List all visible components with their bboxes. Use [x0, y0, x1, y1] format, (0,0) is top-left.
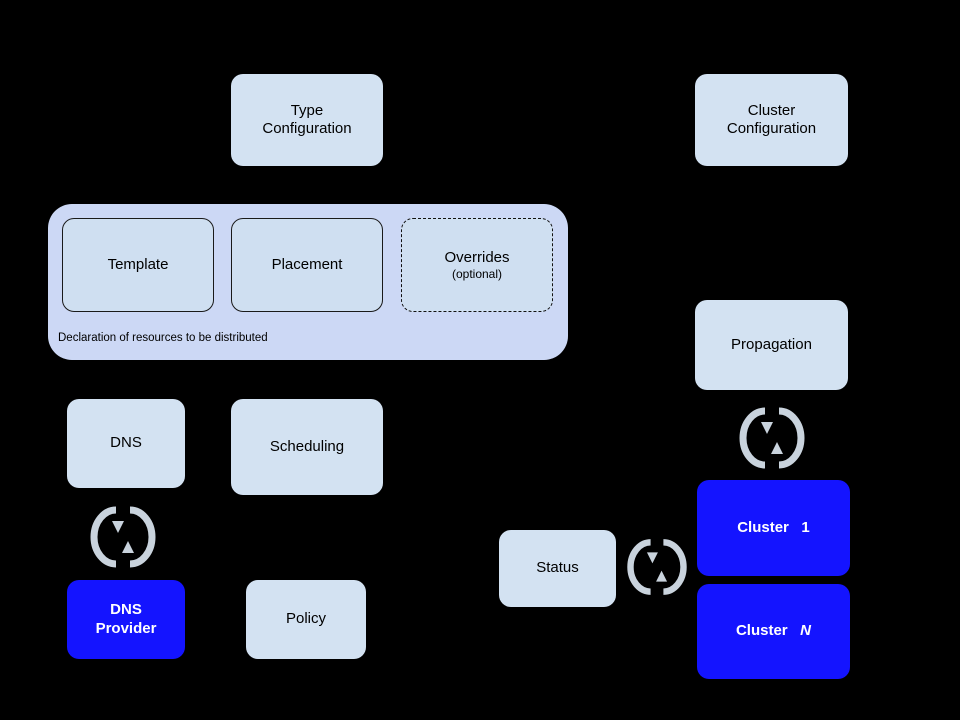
declaration-group-caption: Declaration of resources to be distribut… — [58, 332, 268, 344]
node-scheduling-label: Scheduling — [269, 437, 345, 455]
node-dns-label: DNS — [110, 434, 142, 452]
node-dns[interactable]: DNS — [67, 399, 185, 488]
node-dns-provider[interactable]: DNS Provider — [67, 580, 185, 659]
node-cluster-1[interactable]: Cluster 1 — [697, 480, 850, 576]
subnode-overrides-sublabel: (optional) — [451, 266, 503, 281]
node-cluster-n[interactable]: Cluster N — [697, 584, 850, 679]
propagation-cluster-sync-icon — [739, 407, 805, 469]
node-status-label: Status — [536, 559, 579, 577]
node-cluster-configuration[interactable]: Cluster Configuration — [695, 74, 848, 166]
node-propagation-label: Propagation — [731, 335, 812, 353]
subnode-placement-label: Placement — [271, 256, 343, 273]
subnode-placement[interactable]: Placement — [231, 218, 383, 312]
subnode-overrides[interactable]: Overrides (optional) — [401, 218, 553, 312]
dns-sync-icon — [90, 506, 156, 568]
subnode-template[interactable]: Template — [62, 218, 214, 312]
node-status[interactable]: Status — [499, 530, 616, 607]
subnode-overrides-label: Overrides — [444, 248, 510, 266]
node-policy[interactable]: Policy — [246, 580, 366, 659]
status-cluster-sync-icon — [627, 539, 687, 595]
node-dns-provider-text: DNS Provider — [95, 601, 157, 637]
node-scheduling[interactable]: Scheduling — [231, 399, 383, 495]
node-propagation[interactable]: Propagation — [695, 300, 848, 390]
node-cluster-configuration-text: Cluster Configuration — [726, 101, 817, 137]
node-policy-label: Policy — [285, 610, 326, 628]
subnode-template-label: Template — [107, 256, 169, 273]
node-cluster-1-text: Cluster 1 — [737, 518, 810, 536]
node-type-configuration[interactable]: Type Configuration — [231, 74, 383, 166]
node-cluster-n-text: Cluster N — [735, 622, 812, 640]
node-type-configuration-text: Type Configuration — [262, 101, 352, 137]
